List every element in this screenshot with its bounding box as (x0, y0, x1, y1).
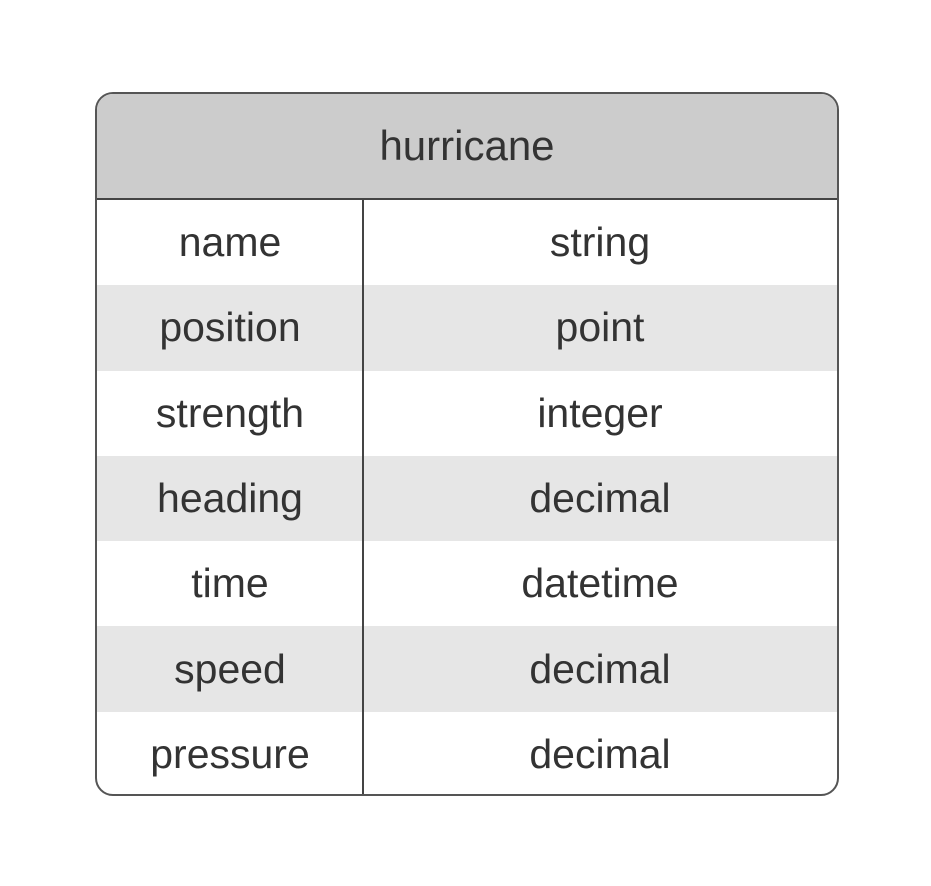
entity-title: hurricane (379, 122, 555, 169)
attribute-row: time datetime (97, 541, 837, 626)
attribute-type: integer (537, 389, 663, 436)
attribute-row: pressure decimal (97, 712, 837, 794)
attribute-type: datetime (521, 560, 679, 607)
attribute-row: heading decimal (97, 455, 837, 542)
attribute-name: name (178, 219, 282, 266)
attribute-name: position (159, 304, 301, 351)
attribute-name: pressure (150, 730, 310, 777)
attribute-name: heading (157, 475, 303, 522)
entity-box-hurricane: hurricane name string position point str… (95, 92, 839, 796)
attribute-row: strength integer (97, 371, 837, 456)
attribute-type: decimal (529, 475, 671, 522)
attribute-row: position point (97, 285, 837, 371)
entity-header: hurricane (97, 94, 837, 200)
attribute-name: speed (174, 645, 286, 692)
attribute-name: time (191, 560, 269, 607)
attribute-row: speed decimal (97, 626, 837, 712)
attribute-row: name string (97, 200, 837, 285)
attribute-type: point (555, 304, 645, 351)
attribute-type: decimal (529, 730, 671, 777)
attribute-list: name string position point strength inte… (97, 200, 837, 794)
attribute-type: string (549, 219, 651, 266)
column-divider (362, 200, 364, 794)
attribute-name: strength (155, 389, 305, 436)
attribute-type: decimal (529, 645, 671, 692)
